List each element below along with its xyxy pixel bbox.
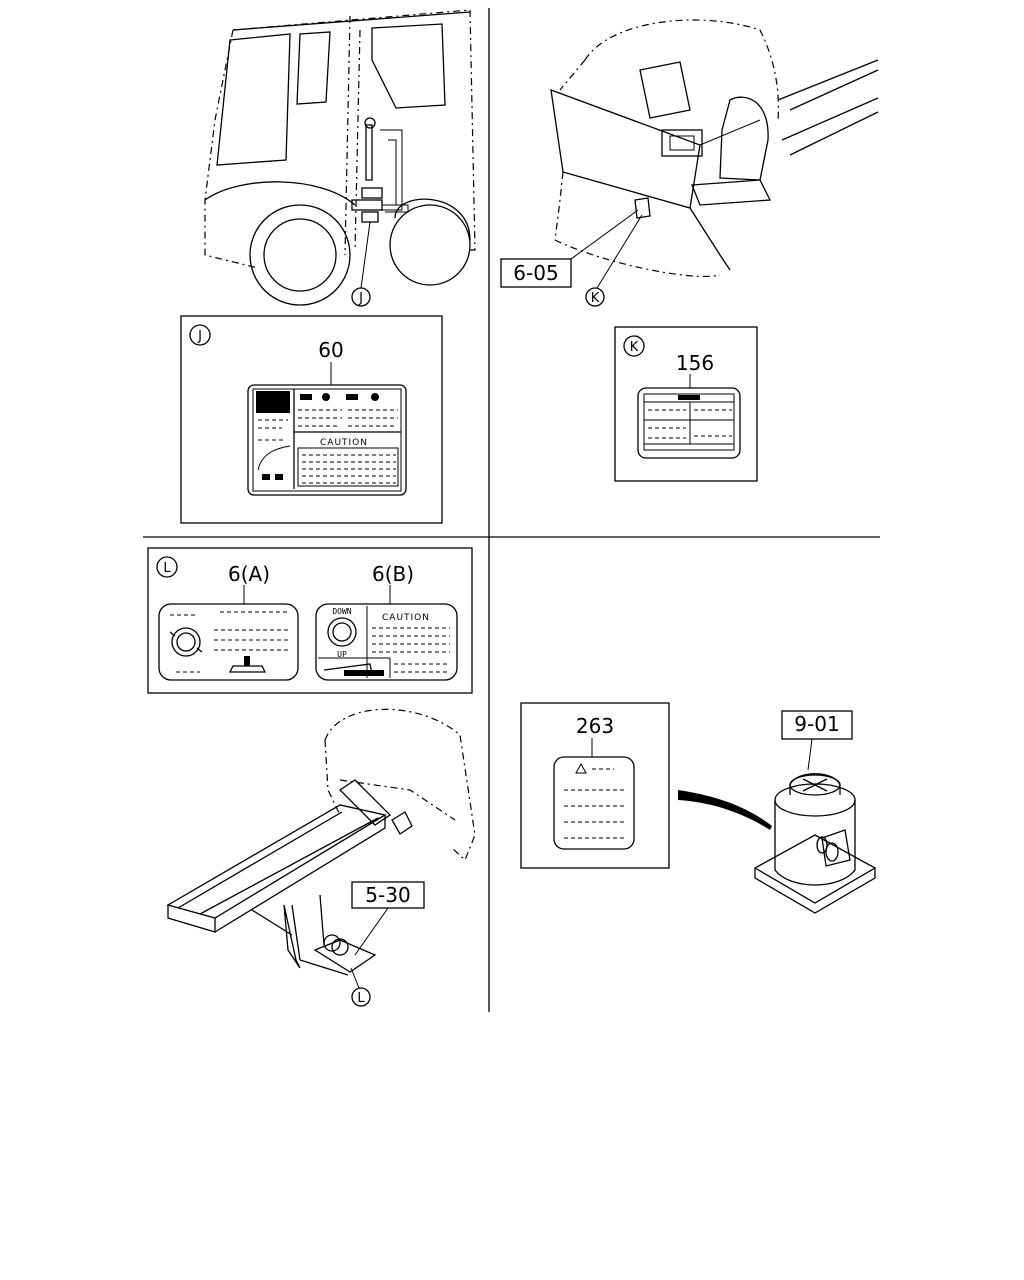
detail-l-callout: L [163,561,171,576]
detail-k-callout: K [630,340,639,355]
decal-6b-down: DOWN [332,607,351,616]
bottle-jack: 9-01 [753,710,877,914]
part-5-30-label: 5-30 [365,883,410,907]
part-6b-label: 6(B) [372,562,414,586]
detail-k-box: K 156 [614,326,758,482]
decal-156 [637,387,741,459]
truck-cab-side-view: J [204,9,476,307]
part-60-label: 60 [318,338,343,362]
detail-j-callout: J [197,329,202,344]
decal-263 [553,756,635,850]
part-6-05-label: 6-05 [513,261,558,285]
decal-263-box: 263 [520,702,670,869]
quadrant-dividers [143,8,880,1012]
decal-6b-up: UP [337,650,347,659]
cab-front-view: 6-05 K [500,19,879,307]
detail-j-box: J 60 CAUTION [180,315,443,524]
decal-6b: DOWN UP CAUTION [315,603,458,681]
part-6a-label: 6(A) [228,562,270,586]
decal-6a [158,603,299,681]
chassis-frame-view: 5-30 L [166,708,476,1007]
part-9-01-label: 9-01 [794,712,839,736]
callout-j-label: J [358,291,363,306]
part-156-label: 156 [676,351,714,375]
decal-6b-caution: CAUTION [382,613,430,623]
decal-placement-arrow [678,790,772,830]
callout-k-label: K [591,291,600,306]
decal-60-caution: CAUTION [320,438,368,448]
decal-60: CAUTION [247,384,407,496]
callout-l-label: L [357,991,365,1006]
part-263-label: 263 [576,714,614,738]
detail-l-box: L 6(A) 6(B) DOWN UP CAUTION [147,547,473,694]
